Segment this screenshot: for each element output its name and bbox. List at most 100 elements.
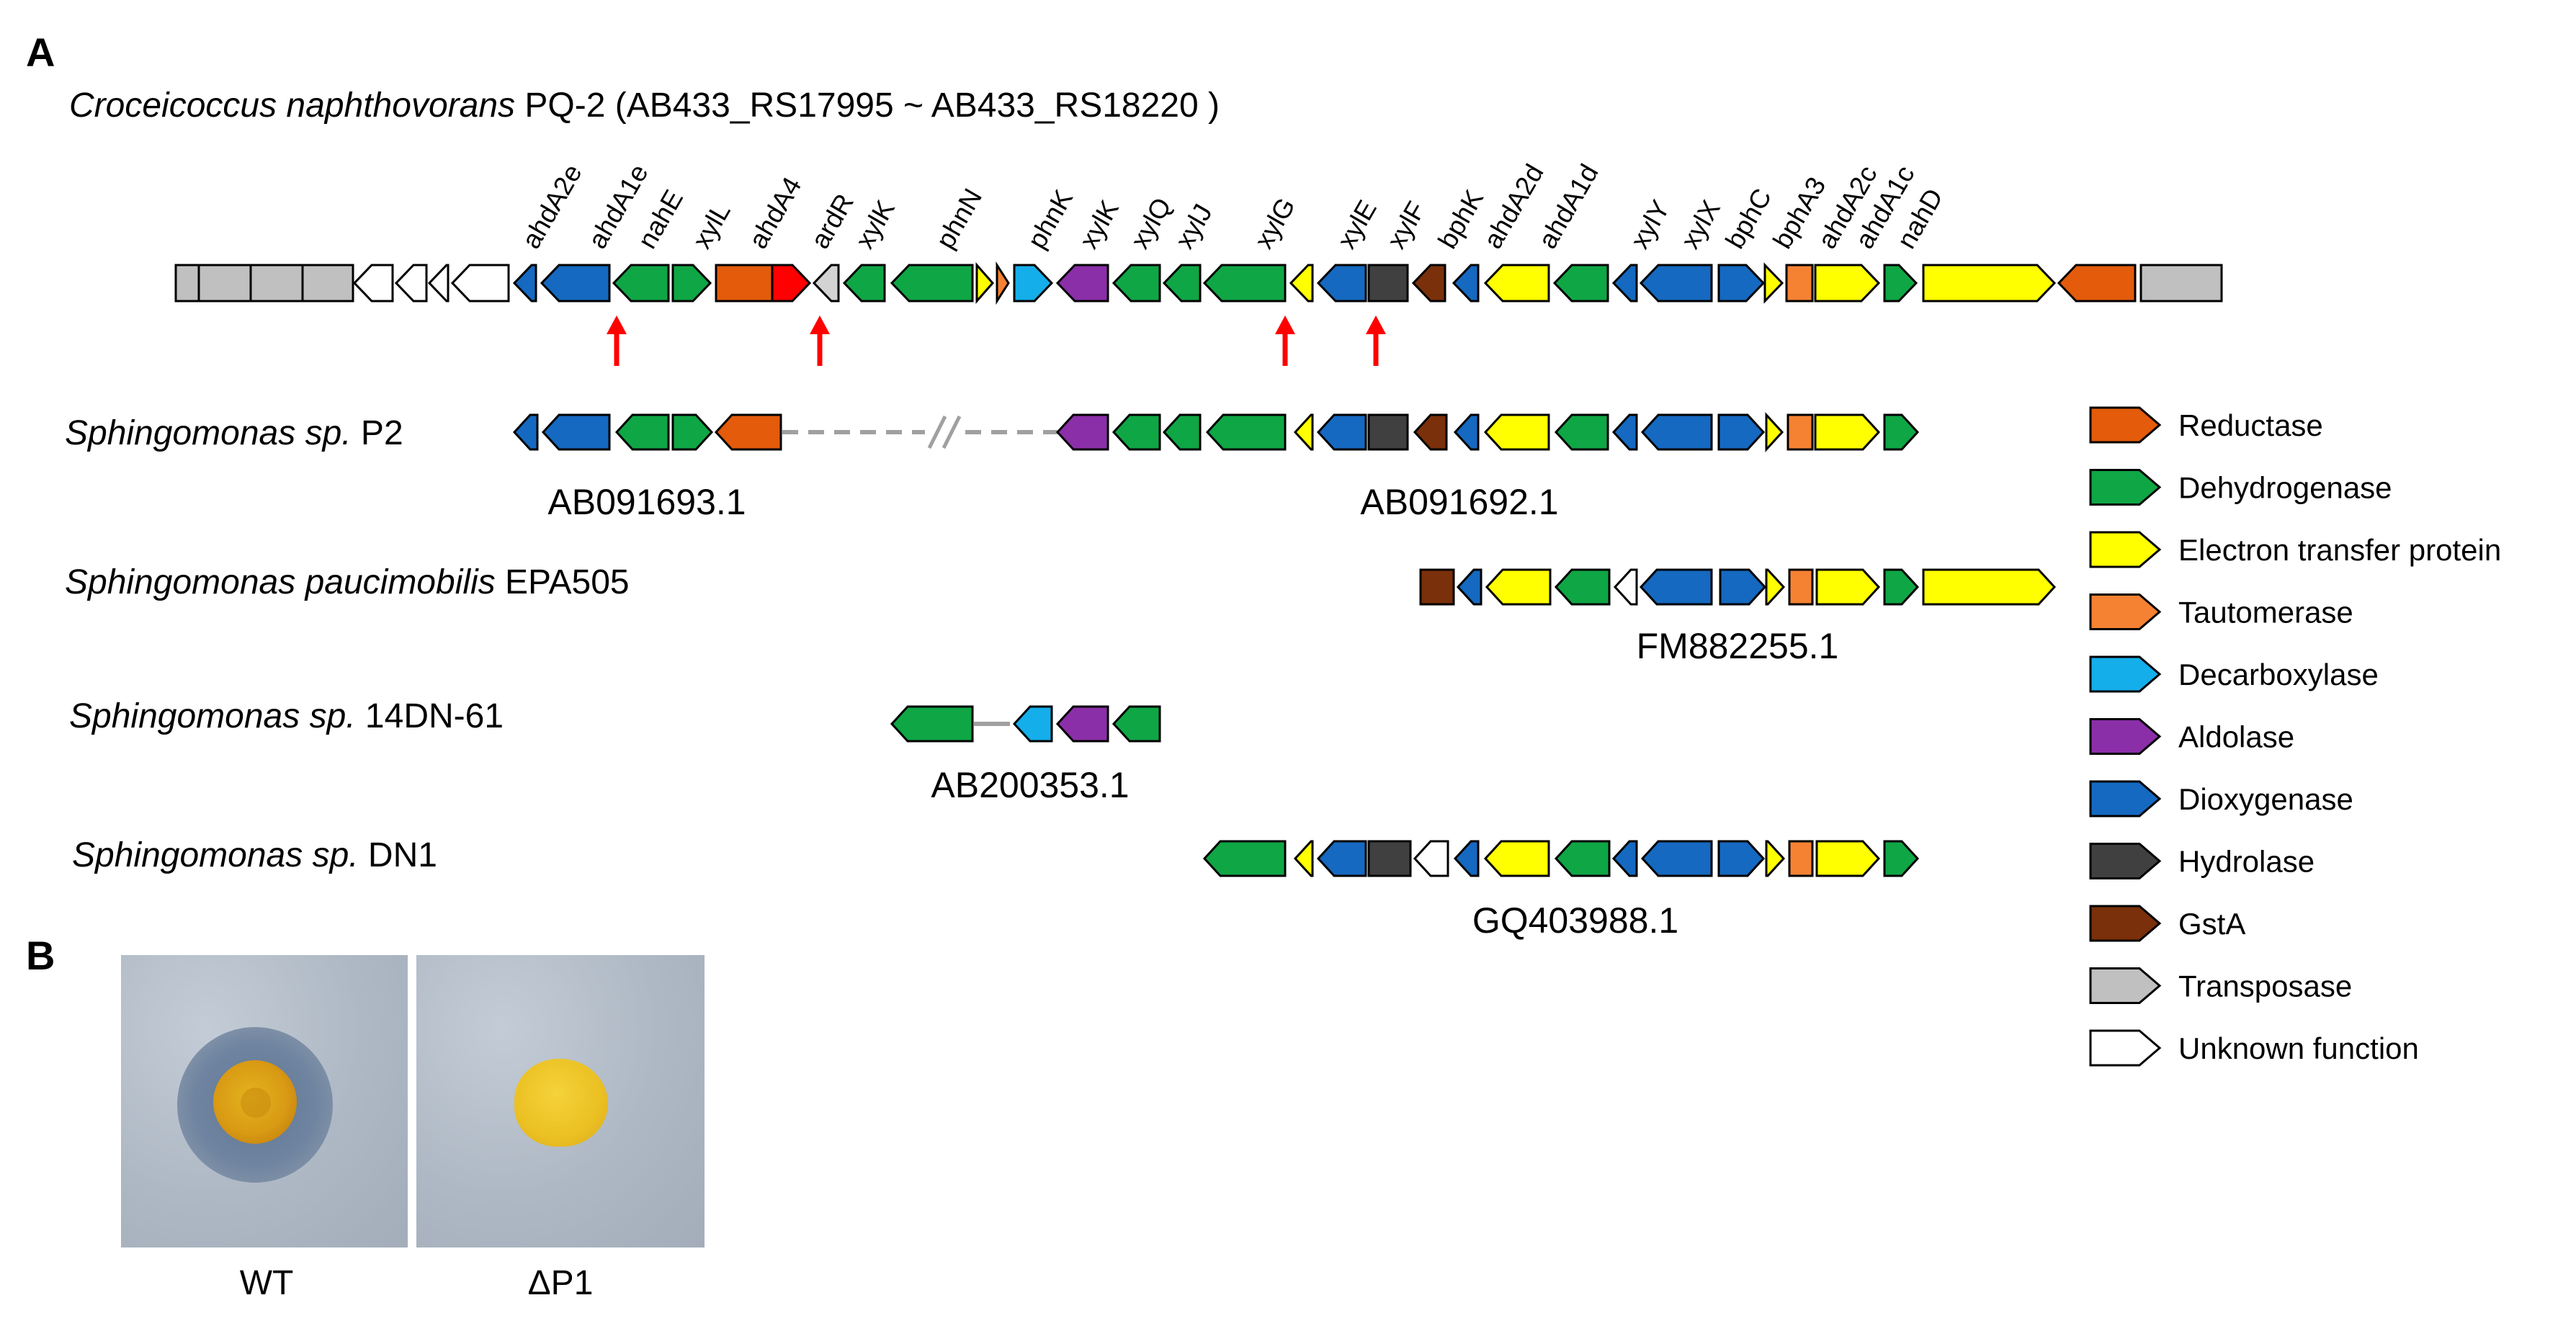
cluster-title-species: Croceicoccus naphthovorans <box>69 86 515 125</box>
gene-main-dioxygenase <box>1611 264 1638 303</box>
gene-main-electron_transfer <box>1289 264 1314 303</box>
gene-dioxygenase <box>1640 413 1713 451</box>
gene-electron_transfer <box>1922 568 2057 606</box>
gene-dehydrogenase <box>671 413 714 451</box>
gene-dehydrogenase <box>1554 568 1611 606</box>
legend-label: Hydrolase <box>2178 845 2315 879</box>
accession-ab091693: AB091693.1 <box>547 482 746 522</box>
gene-main-dioxygenase <box>540 264 611 303</box>
gene-electron_transfer <box>1483 840 1550 877</box>
gene-electron_transfer <box>1483 413 1550 451</box>
colony-center <box>241 1088 271 1118</box>
red-arrow-head <box>810 315 830 334</box>
gene-label-xylQ: xylQ <box>1124 192 1177 254</box>
gene-main-unknown <box>394 264 428 303</box>
gene-hydrolase <box>1367 840 1412 877</box>
gene-electron_transfer <box>1765 568 1786 606</box>
gene-dehydrogenase <box>890 705 974 743</box>
gene-label-phnN: phnN <box>930 184 988 254</box>
legend-swatch-transposase <box>2089 967 2162 1004</box>
gene-hydrolase <box>1367 413 1409 451</box>
gene-main-dehydrogenase <box>1162 264 1202 303</box>
gene-label-xylF: xylF <box>1381 197 1431 254</box>
legend-swatch-aldolase <box>2089 718 2162 755</box>
gene-main-dioxygenase <box>1717 264 1766 303</box>
track-species-epa505-strain: EPA505 <box>496 563 630 601</box>
legend-swatch-hydrolase <box>2089 843 2162 879</box>
gene-electron_transfer <box>1815 568 1881 606</box>
gene-dehydrogenase <box>1162 413 1202 451</box>
gene-dehydrogenase <box>1112 413 1161 451</box>
accession-fm882255: FM882255.1 <box>1637 626 1839 666</box>
gene-main-tautomerase <box>1785 264 1814 303</box>
track-species-p2: Sphingomonas sp. P2 <box>65 414 403 452</box>
gene-tautomerase <box>1788 840 1814 877</box>
gene-dioxygenase <box>1717 840 1766 877</box>
legend-label: Dehydrogenase <box>2178 471 2392 505</box>
gene-decarboxylase <box>1012 705 1053 743</box>
gene-main-dehydrogenase <box>671 264 712 303</box>
legend-swatch-dioxygenase <box>2089 780 2162 817</box>
track-14dn61-genes <box>890 705 1161 743</box>
track-species-p2-strain: P2 <box>352 414 403 452</box>
legend-label: Reductase <box>2178 408 2323 442</box>
gene-label-bphC: bphC <box>1719 184 1777 254</box>
gene-main-dehydrogenase <box>612 264 670 303</box>
break-mark <box>942 415 962 449</box>
gene-main-reductase <box>715 264 774 303</box>
legend-label: Aldolase <box>2178 720 2294 754</box>
gene-main-hydrolase <box>1367 264 1409 303</box>
legend-label: Decarboxylase <box>2178 658 2379 691</box>
gene-main-dehydrogenase <box>1202 264 1287 303</box>
gene-label-bphK: bphK <box>1432 184 1489 254</box>
gene-label-ahdA2e: ahdA2e <box>516 159 587 254</box>
gene-label-xylX: xylX <box>1675 195 1725 254</box>
legend-label: Transposase <box>2178 969 2352 1003</box>
legend-swatch-decarboxylase <box>2089 655 2162 693</box>
gene-unknown <box>1413 840 1449 877</box>
gene-dioxygenase <box>1639 568 1713 606</box>
gene-main-dehydrogenase <box>1112 264 1161 303</box>
legend-label: Tautomerase <box>2178 596 2353 630</box>
legend-swatch-tautomerase <box>2089 593 2162 630</box>
gene-dehydrogenase <box>614 413 670 451</box>
gene-main-unknown <box>427 264 450 303</box>
gene-main-unknown <box>352 264 394 303</box>
gene-label-xylJ: xylJ <box>1169 199 1217 254</box>
gene-dioxygenase <box>1719 568 1767 606</box>
gene-main-dioxygenase <box>1452 264 1480 303</box>
gene-electron_transfer <box>1814 413 1881 451</box>
gene-tautomerase <box>1788 568 1814 606</box>
gene-main-regulator <box>771 264 812 303</box>
legend-label: Dioxygenase <box>2178 782 2353 816</box>
cluster-title-rest: PQ-2 (AB433_RS17995 ~ AB433_RS18220 ) <box>515 86 1220 125</box>
gene-dioxygenase <box>1453 413 1480 451</box>
gene-main-transposase <box>2139 264 2223 303</box>
gene-aldolase <box>1055 705 1109 743</box>
gene-main-dioxygenase <box>1639 264 1713 303</box>
gene-dehydrogenase <box>1554 413 1609 451</box>
accession-gq403988: GQ403988.1 <box>1472 900 1678 941</box>
red-arrow-markers <box>607 315 1386 366</box>
gene-aldolase <box>1055 413 1109 451</box>
plate-photo-dp1 <box>416 955 705 1247</box>
track-species-dn1: Sphingomonas sp. DN1 <box>72 836 437 874</box>
legend-label: Electron transfer protein <box>2178 533 2501 567</box>
gene-dehydrogenase <box>1205 413 1287 451</box>
track-dn1-genes <box>1202 840 1920 877</box>
main-gene-cluster <box>174 261 2223 305</box>
track-species-epa505-italic: Sphingomonas paucimobilis <box>65 563 496 601</box>
gene-label-phnK: phnK <box>1021 184 1078 254</box>
track-p2-genes <box>512 412 1920 452</box>
gene-main-gsta <box>1411 264 1446 303</box>
gene-electron_transfer <box>1765 840 1786 877</box>
gene-gsta <box>1419 568 1455 606</box>
gene-main-electron_transfer <box>1814 264 1881 303</box>
gene-dioxygenase <box>1611 413 1638 451</box>
panel-label-b: B <box>26 933 55 978</box>
legend-swatch-unknown-function <box>2089 1029 2162 1067</box>
gene-dioxygenase <box>1456 568 1482 606</box>
gene-dehydrogenase <box>1883 840 1920 877</box>
gene-main-unknown <box>450 264 510 303</box>
